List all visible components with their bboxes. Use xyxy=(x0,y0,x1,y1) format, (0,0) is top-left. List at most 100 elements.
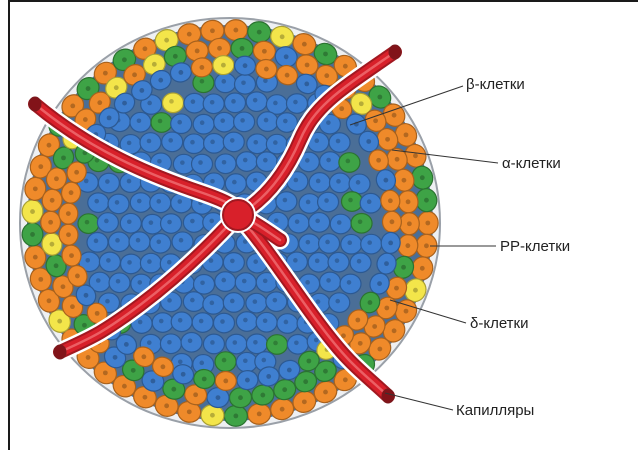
cell-nucleus xyxy=(30,232,35,237)
cell-nucleus xyxy=(243,63,248,68)
cell-nucleus xyxy=(69,253,74,258)
cell-nucleus xyxy=(127,219,132,224)
cell-nucleus xyxy=(230,259,235,264)
cell-nucleus xyxy=(84,179,89,184)
cell-nucleus xyxy=(113,355,118,360)
cell-nucleus xyxy=(405,243,410,248)
cell-nucleus xyxy=(355,318,360,323)
cell-nucleus xyxy=(167,298,172,303)
cell-nucleus xyxy=(210,140,215,145)
cell-nucleus xyxy=(195,49,200,54)
cell-nucleus xyxy=(263,79,268,84)
cell-nucleus xyxy=(263,318,268,323)
cell-nucleus xyxy=(356,180,361,185)
cell-nucleus xyxy=(221,278,226,283)
cell-nucleus xyxy=(240,46,245,51)
cell-nucleus xyxy=(413,153,418,158)
cell-nucleus xyxy=(57,319,62,324)
cell-nucleus xyxy=(69,190,74,195)
cell-nucleus xyxy=(241,80,246,85)
cell-nucleus xyxy=(137,199,142,204)
cell-nucleus xyxy=(304,81,309,86)
cell-nucleus xyxy=(66,211,71,216)
cell-nucleus xyxy=(406,199,411,204)
cell-nucleus xyxy=(388,241,393,246)
cell-nucleus xyxy=(167,260,172,265)
cell-nucleus xyxy=(284,320,289,325)
cell-nucleus xyxy=(283,198,288,203)
cell-nucleus xyxy=(187,32,192,37)
cell-nucleus xyxy=(424,198,429,203)
cell-nucleus xyxy=(413,288,418,293)
cell-nucleus xyxy=(70,103,75,108)
cell-nucleus xyxy=(82,323,87,328)
cell-nucleus xyxy=(222,160,227,165)
cell-nucleus xyxy=(294,340,299,345)
cell-nucleus xyxy=(164,38,169,43)
cell-nucleus xyxy=(151,379,156,384)
cell-nucleus xyxy=(86,86,91,91)
cell-nucleus xyxy=(388,198,393,203)
cell-nucleus xyxy=(339,106,344,111)
capillary-end xyxy=(54,345,66,359)
cell-nucleus xyxy=(377,347,382,352)
cell-nucleus xyxy=(122,384,127,389)
cell-nucleus xyxy=(177,199,182,204)
cell-nucleus xyxy=(305,63,310,68)
cell-nucleus xyxy=(324,73,329,78)
label-delta-cells: δ-клетки xyxy=(470,315,528,332)
cell-nucleus xyxy=(105,299,110,304)
cell-nucleus xyxy=(336,139,341,144)
cell-nucleus xyxy=(325,240,330,245)
cell-nucleus xyxy=(106,258,111,263)
cell-nucleus xyxy=(30,209,35,214)
cell-nucleus xyxy=(273,101,278,106)
cell-nucleus xyxy=(181,372,186,377)
cell-nucleus xyxy=(187,409,192,414)
cell-nucleus xyxy=(222,358,227,363)
cell-nucleus xyxy=(367,199,372,204)
cell-nucleus xyxy=(217,46,222,51)
cell-nucleus xyxy=(366,139,371,144)
cell-nucleus xyxy=(131,368,136,373)
cell-nucleus xyxy=(94,199,99,204)
cell-nucleus xyxy=(190,298,195,303)
cell-nucleus xyxy=(38,164,43,169)
cell-nucleus xyxy=(47,143,52,148)
cell-nucleus xyxy=(50,198,55,203)
cell-nucleus xyxy=(85,220,90,225)
cell-nucleus xyxy=(74,170,79,175)
cell-nucleus xyxy=(315,259,320,264)
cell-nucleus xyxy=(143,46,148,51)
cell-nucleus xyxy=(280,34,285,39)
cell-nucleus xyxy=(263,279,268,284)
cell-nucleus xyxy=(283,119,288,124)
capillary-end xyxy=(382,389,394,403)
cell-nucleus xyxy=(266,374,271,379)
cell-nucleus xyxy=(305,280,310,285)
capillary-hub xyxy=(223,200,253,230)
capillary-end xyxy=(29,97,41,111)
cell-nucleus xyxy=(191,99,196,104)
cell-nucleus xyxy=(221,63,226,68)
cell-nucleus xyxy=(377,281,382,286)
cell-nucleus xyxy=(302,42,307,47)
cell-nucleus xyxy=(230,299,235,304)
cell-nucleus xyxy=(257,30,262,35)
cell-nucleus xyxy=(86,355,91,360)
cell-nucleus xyxy=(357,259,362,264)
cell-nucleus xyxy=(47,298,52,303)
cell-nucleus xyxy=(127,141,132,146)
cell-nucleus xyxy=(373,118,378,123)
cell-nucleus xyxy=(122,57,127,62)
cell-nucleus xyxy=(193,392,198,397)
cell-nucleus xyxy=(253,340,258,345)
cell-nucleus xyxy=(178,359,183,364)
cell-nucleus xyxy=(306,359,311,364)
cell-nucleus xyxy=(107,115,112,120)
cell-nucleus xyxy=(368,300,373,305)
cell-nucleus xyxy=(115,200,120,205)
cell-nucleus xyxy=(180,160,185,165)
cell-nucleus xyxy=(280,407,285,412)
cell-nucleus xyxy=(161,364,166,369)
